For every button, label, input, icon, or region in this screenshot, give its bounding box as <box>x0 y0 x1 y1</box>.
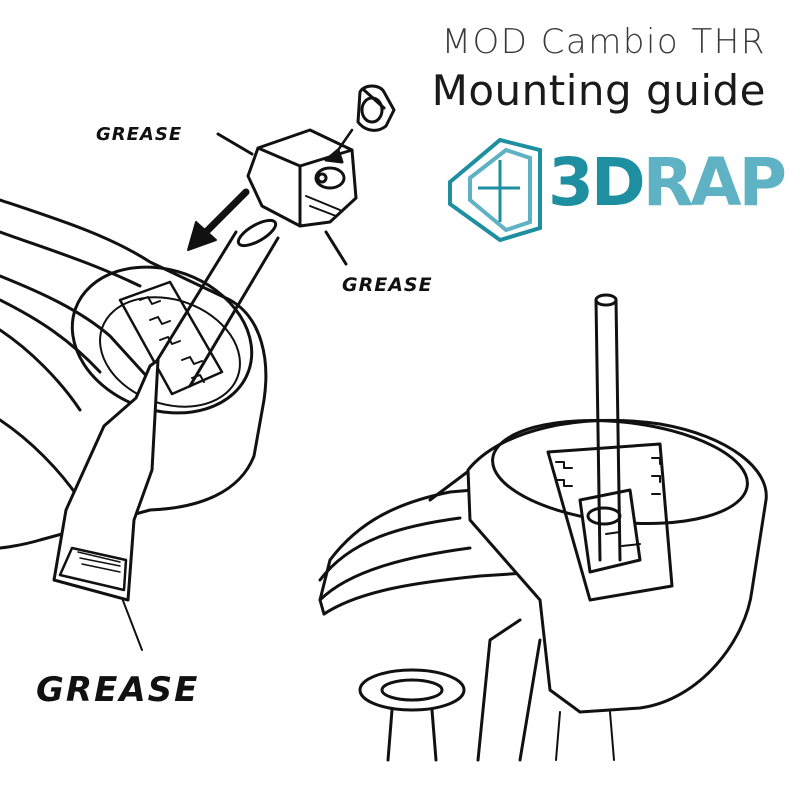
guide-title: Mounting guide <box>431 66 766 115</box>
mount-direction-arrow <box>187 188 250 251</box>
left-shaft-rod <box>148 218 280 388</box>
grease-tube <box>52 358 160 651</box>
right-extruder-body <box>318 418 768 762</box>
right-shaft-rod <box>594 293 622 562</box>
grease-label-top: GREASE <box>96 124 183 145</box>
brand-logo-text-part1: 3D <box>548 144 646 221</box>
small-screw <box>356 84 396 132</box>
screw-direction-arrow <box>324 128 354 164</box>
brand-logo-icon <box>448 137 542 243</box>
grease-label-middle: GREASE <box>342 274 433 296</box>
product-title: MOD Cambio THR <box>441 22 766 62</box>
grease-leader-lines <box>216 132 348 266</box>
brand-logo-text-part2: RAP <box>642 144 787 221</box>
brand-logo-text: 3DRAP <box>548 150 787 216</box>
clamp-block <box>246 128 358 228</box>
grease-label-bottom: GREASE <box>36 670 200 710</box>
